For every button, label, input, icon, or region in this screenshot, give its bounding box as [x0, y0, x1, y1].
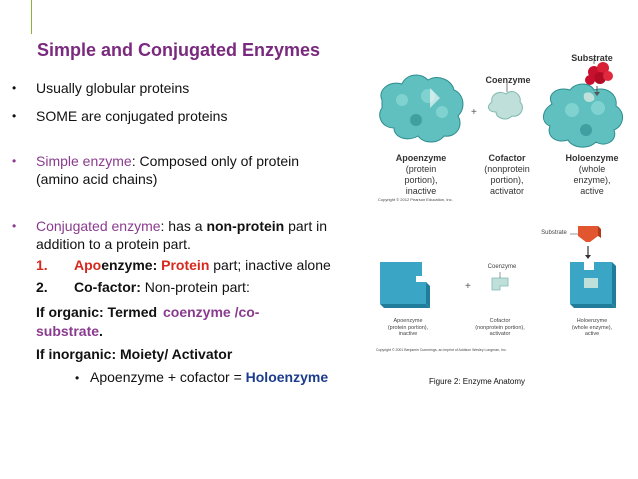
label-coenzyme-bottom: Coenzyme — [487, 264, 517, 270]
term-holoenzyme: Holoenzyme — [245, 369, 329, 385]
bullet-text: SOME are conjugated proteins — [36, 108, 228, 124]
organic-line: If organic: Termed coenzyme /co- — [36, 303, 259, 322]
term-coenzyme: coenzyme /co- — [162, 304, 260, 320]
figure-bottom-drawing: + — [380, 226, 616, 308]
label-substrate-bottom: Substrate — [541, 230, 567, 236]
label-apoenzyme-bottom: Apoenzyme (protein portion), inactive — [387, 318, 429, 337]
organic-line2: substrate. — [36, 322, 103, 341]
bullet-marker: • — [12, 81, 17, 95]
figure-bottom: + Substrate Coenzyme Apoenzyme (protein … — [372, 222, 634, 357]
plus-sign-bottom: + — [465, 281, 471, 292]
label-cofactor-bottom: Cofactor (nonprotein portion), activator — [475, 318, 525, 337]
term-non-protein: non-protein — [206, 218, 285, 234]
label-holoenzyme-top: Holoenzyme (whole enzyme), active — [565, 153, 619, 196]
bullet-marker: • — [12, 219, 17, 233]
sub-item-number: 2. — [36, 279, 48, 295]
plus-sign-top: + — [471, 107, 477, 118]
arrow-head-bottom — [585, 255, 591, 259]
term-protein: Protein — [161, 257, 210, 273]
bullet-text: : Composed only of protein — [131, 153, 300, 169]
figure-top: + Substrate Coenzyme Apoenzyme (protein … — [372, 50, 634, 210]
equation-text: Apoenzyme + cofactor = — [90, 369, 246, 385]
holoenzyme-shape — [570, 262, 616, 308]
arrow-head-top — [594, 92, 600, 96]
term-simple-enzyme: Simple enzyme — [36, 153, 132, 169]
bullet-text-line2: (amino acid chains) — [36, 171, 158, 187]
term-apo: Apo — [74, 257, 102, 273]
accent-line — [31, 0, 32, 34]
substrate-molecule — [585, 62, 613, 85]
bullet-text: : has a — [160, 218, 207, 234]
substrate-shape — [578, 226, 601, 242]
organic-prefix: If organic: Termed — [36, 304, 158, 320]
copyright-bottom: Copyright © 2001 Benjamin Cummings, an i… — [376, 348, 507, 352]
bullet-marker: • — [75, 371, 80, 385]
bullet-text: part in — [284, 218, 328, 234]
sub-item-number: 1. — [36, 257, 48, 273]
term-cofactor: Co-factor: — [74, 279, 141, 295]
sub-item-text: part; inactive alone — [209, 257, 331, 273]
label-substrate-top: Substrate — [571, 53, 613, 63]
sub-item-apoenzyme: 1. Apoenzyme: Protein part; inactive alo… — [36, 256, 331, 275]
figure-caption: Figure 2: Enzyme Anatomy — [429, 377, 526, 386]
equation-line: • Apoenzyme + cofactor = Holoenzyme — [75, 368, 328, 388]
cofactor-shape — [491, 277, 509, 291]
bullet-text: Usually globular proteins — [36, 80, 190, 96]
apoenzyme-shape — [380, 262, 430, 308]
sub-item-cofactor: 2. Co-factor: Non-protein part: — [36, 278, 250, 297]
label-apoenzyme-top: Apoenzyme (protein portion), inactive — [395, 153, 447, 196]
term-enzyme: enzyme: — [101, 257, 158, 273]
coenzyme-blob — [488, 91, 523, 120]
term-cosubstrate: substrate — [36, 323, 100, 339]
slide-title: Simple and Conjugated Enzymes — [37, 40, 321, 60]
label-holoenzyme-bottom: Holoenzyme (whole enzyme), active — [571, 318, 613, 337]
term-conjugated-enzyme: Conjugated enzyme — [36, 218, 161, 234]
figure-top-drawing: + — [379, 58, 623, 148]
inorganic-line: If inorganic: Moiety/ Activator — [36, 346, 233, 362]
bullet-text-line2: addition to a protein part. — [36, 236, 191, 252]
holoenzyme-blob — [543, 83, 623, 148]
bullet-marker: • — [12, 154, 17, 168]
organic-period: . — [99, 323, 103, 339]
copyright-top: Copyright © 2012 Pearson Education, Inc. — [378, 197, 453, 202]
bullet-marker: • — [12, 109, 17, 123]
sub-item-text: Non-protein part: — [140, 279, 250, 295]
label-cofactor-top: Cofactor (nonprotein portion), activator — [484, 153, 530, 196]
label-coenzyme-top: Coenzyme — [485, 75, 531, 85]
apoenzyme-blob — [379, 74, 464, 143]
